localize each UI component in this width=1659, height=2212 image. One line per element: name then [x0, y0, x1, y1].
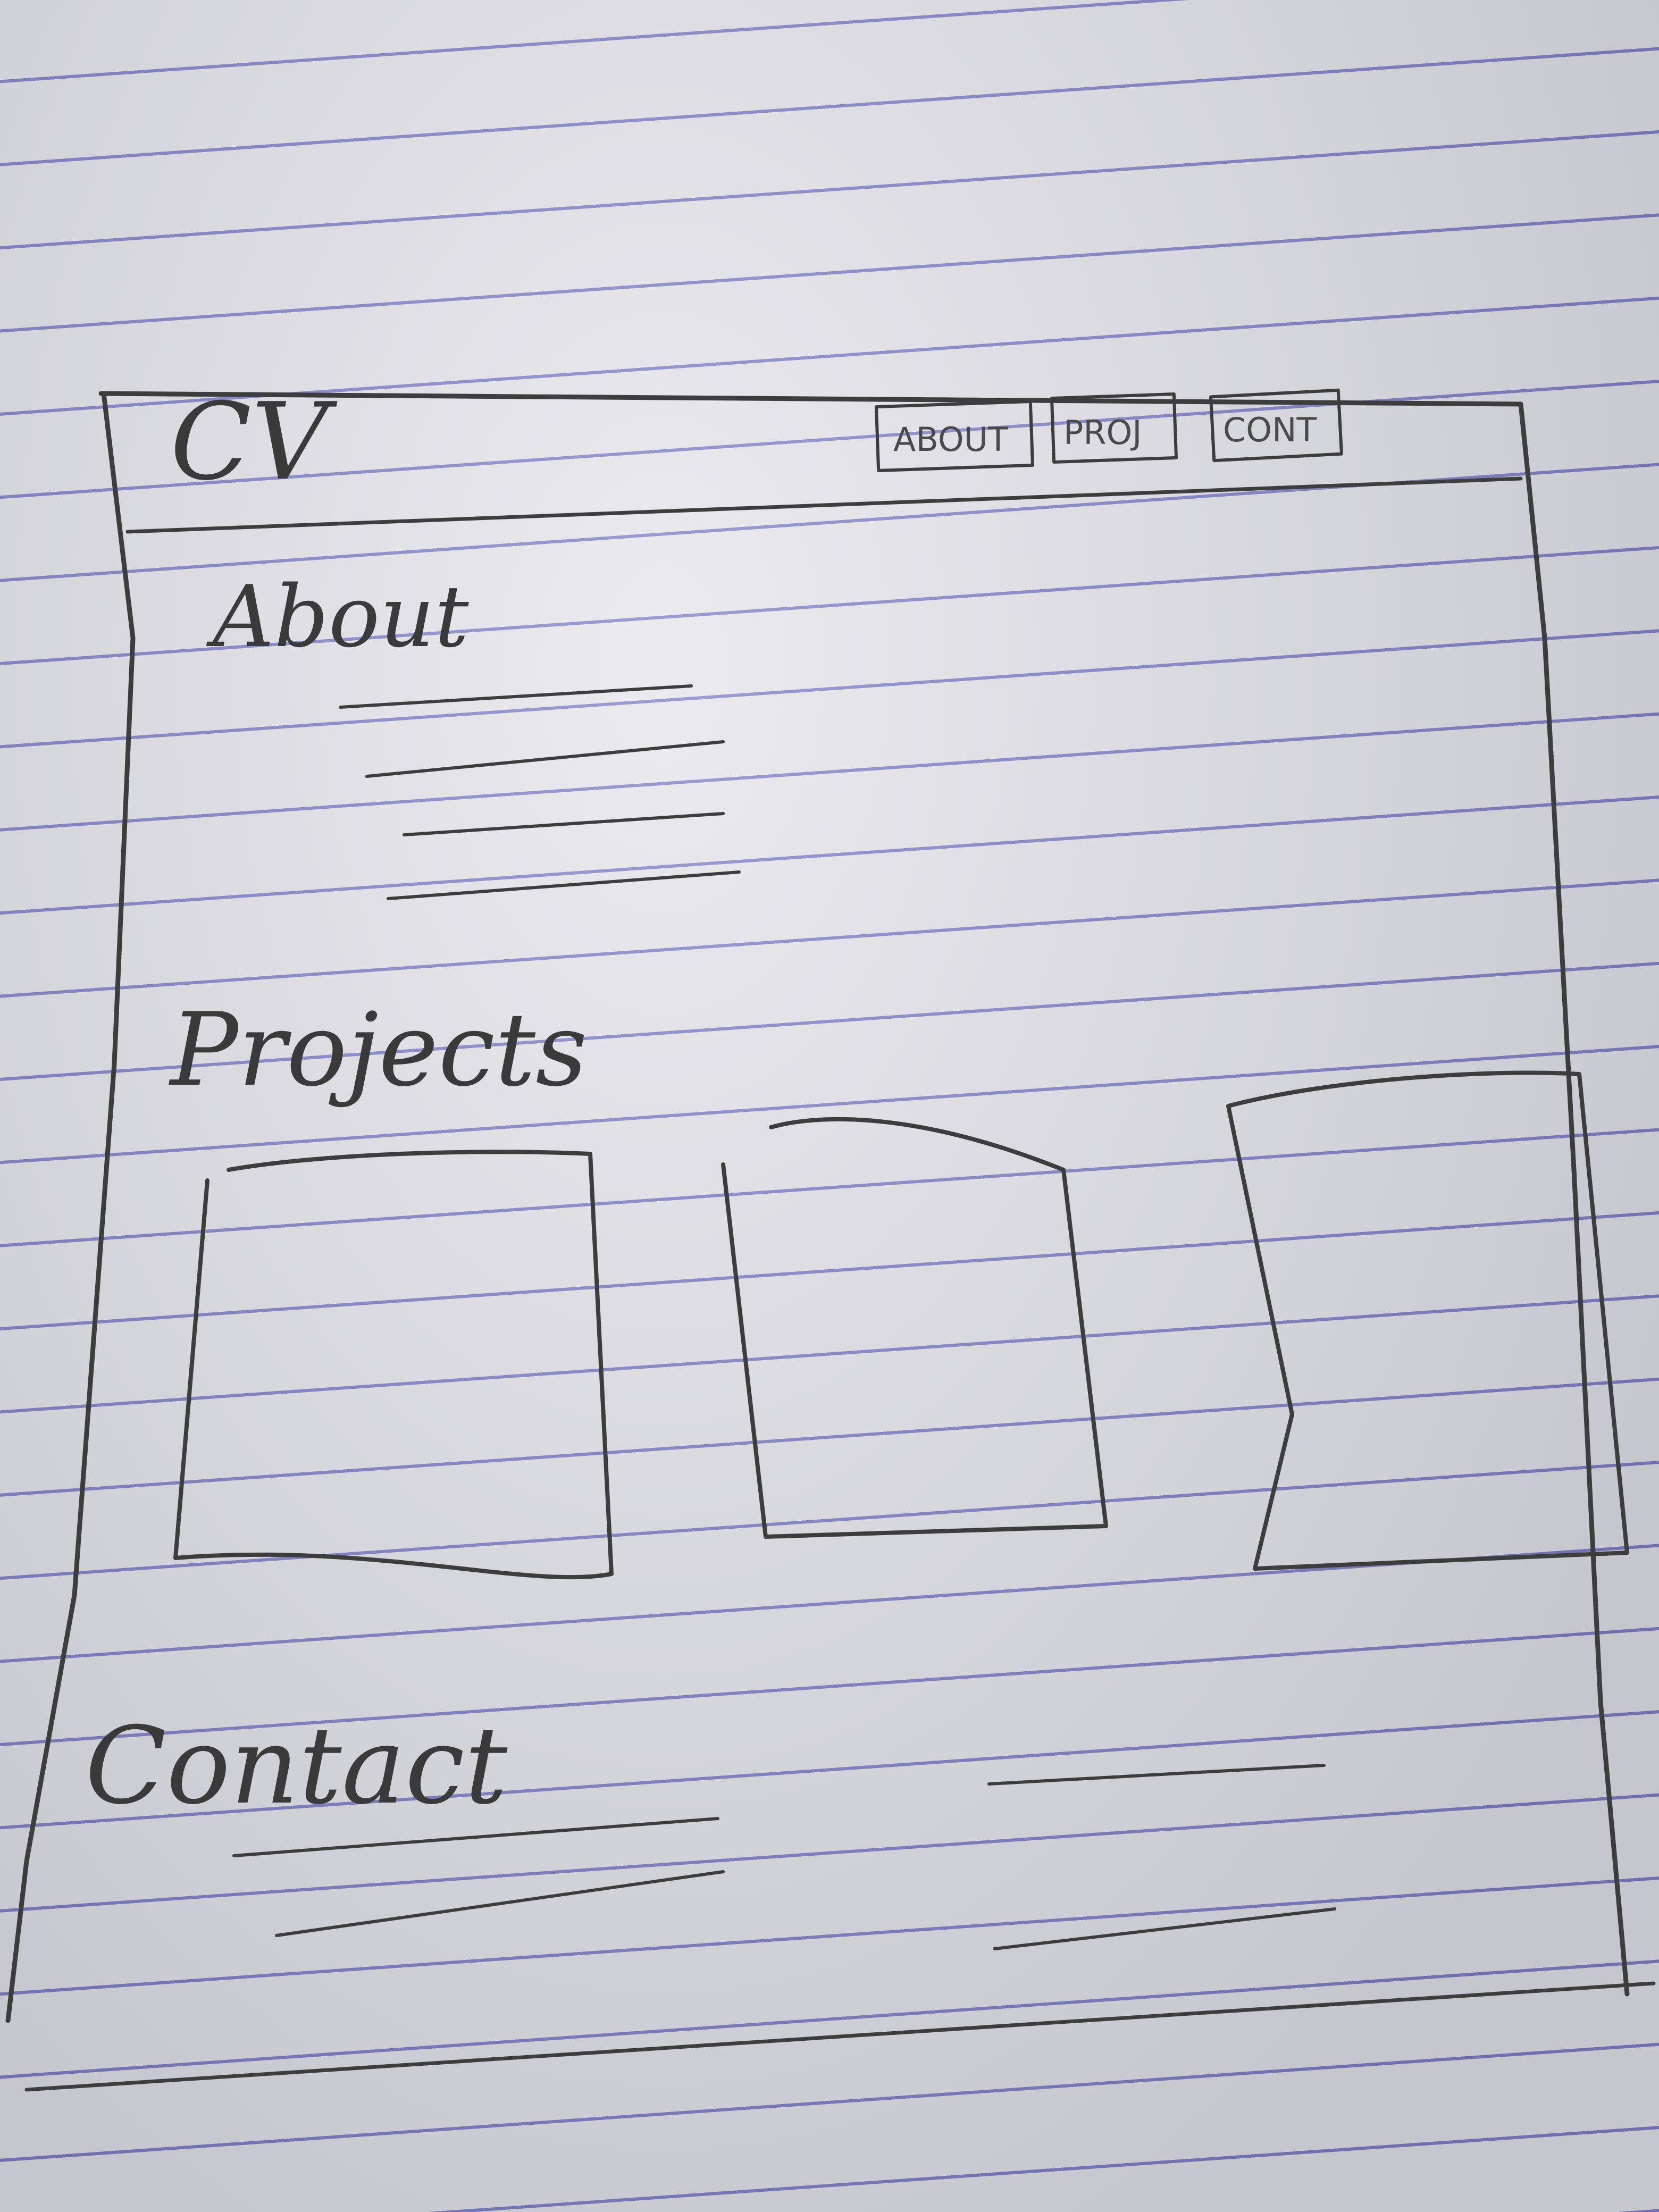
project-card[interactable]: [721, 1117, 1108, 1539]
about-text-line: [403, 812, 725, 836]
about-text-line: [365, 740, 725, 778]
nav-contact-button[interactable]: CONT: [1209, 388, 1343, 463]
about-text-line: [339, 684, 693, 709]
nav-about-button[interactable]: ABOUT: [874, 399, 1035, 473]
projects-section: Projects: [169, 991, 1629, 1580]
contact-left-lines: [232, 1817, 725, 1937]
project-card[interactable]: [173, 1150, 614, 1580]
header: CV ABOUT PROJ CONT: [125, 380, 1523, 534]
logo: CV: [170, 380, 338, 504]
about-section: About: [206, 567, 741, 900]
nav-projects-button[interactable]: PROJ: [1050, 392, 1178, 464]
about-text-lines: [339, 684, 741, 900]
page-frame: [5, 391, 1656, 2092]
nav-contact-label: CONT: [1223, 410, 1317, 449]
about-heading: About: [206, 567, 469, 666]
contact-text-line: [275, 1870, 725, 1937]
contact-heading: Contact: [85, 1704, 508, 1828]
project-card[interactable]: [1226, 1070, 1629, 1571]
about-text-line: [387, 870, 741, 900]
contact-text-line: [993, 1907, 1336, 1950]
contact-section: Contact: [85, 1704, 1336, 1950]
contact-text-line: [987, 1764, 1326, 1786]
contact-right-lines: [987, 1764, 1336, 1950]
projects-heading: Projects: [169, 991, 588, 1109]
nav-about-label: ABOUT: [893, 420, 1009, 459]
contact-text-line: [232, 1817, 719, 1857]
nav-projects-label: PROJ: [1063, 413, 1142, 452]
